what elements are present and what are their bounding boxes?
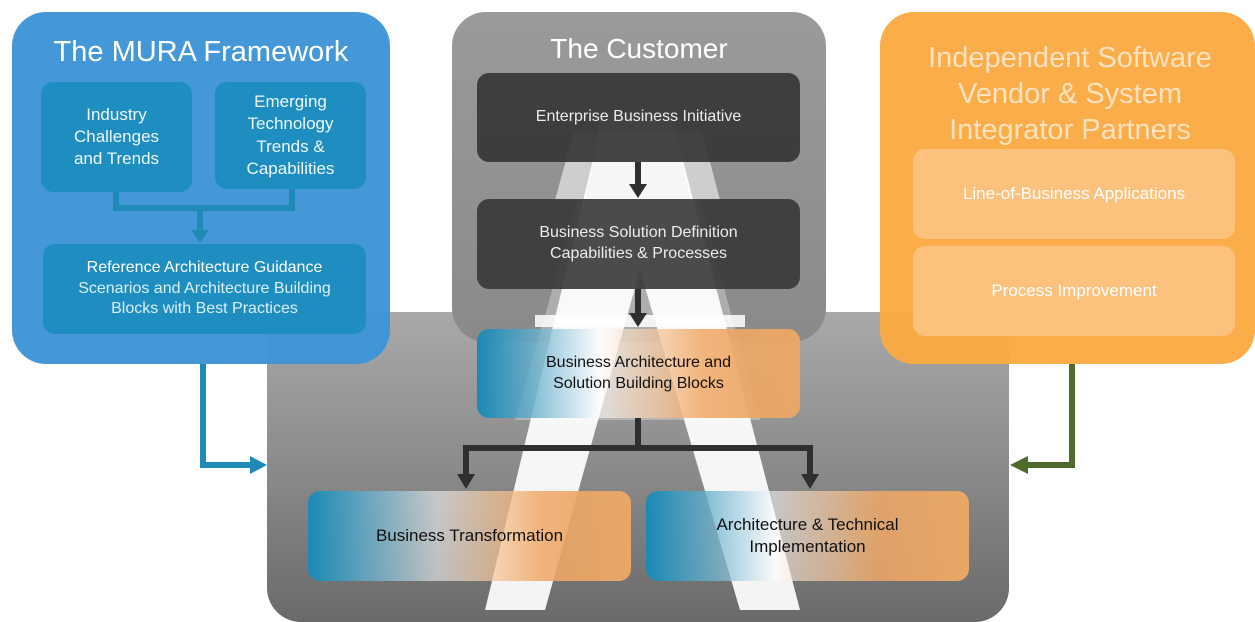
definition-to-architecture-arrow [629,289,647,327]
reference-architecture-subtitle: Scenarios and Architecture Building Bloc… [78,279,331,318]
solution-definition-line2: Capabilities & Processes [550,245,727,262]
mura-to-customer-arrow [200,364,267,474]
partners-to-customer-arrow [1010,364,1075,474]
customer-title: The Customer [550,33,728,64]
business-transformation-box: Business Transformation [308,491,631,581]
mura-merge-arrow [113,189,295,243]
initiative-to-definition-arrow [629,162,647,198]
architecture-split-arrow [457,418,819,489]
process-improvement-box: Process Improvement [913,246,1235,336]
solution-definition-box: Business Solution Definition Capabilitie… [477,199,800,289]
business-architecture-box: Business Architecture and Solution Build… [477,329,800,418]
enterprise-initiative-box: Enterprise Business Initiative [477,73,800,162]
reference-architecture-title: Reference Architecture Guidance [86,258,323,276]
reference-architecture-box: Reference Architecture Guidance Scenario… [43,244,366,334]
partners-title: Independent Software Vendor & System Int… [928,42,1212,146]
mura-title: The MURA Framework [53,36,349,68]
lob-applications-box: Line-of-Business Applications [913,149,1235,239]
technical-implementation-box: Architecture & Technical Implementation [646,491,969,581]
emerging-technology-box: Emerging Technology Trends & Capabilitie… [215,82,366,189]
solution-definition-line1: Business Solution Definition [539,224,738,242]
industry-challenges-box: Industry Challenges and Trends [41,82,192,192]
